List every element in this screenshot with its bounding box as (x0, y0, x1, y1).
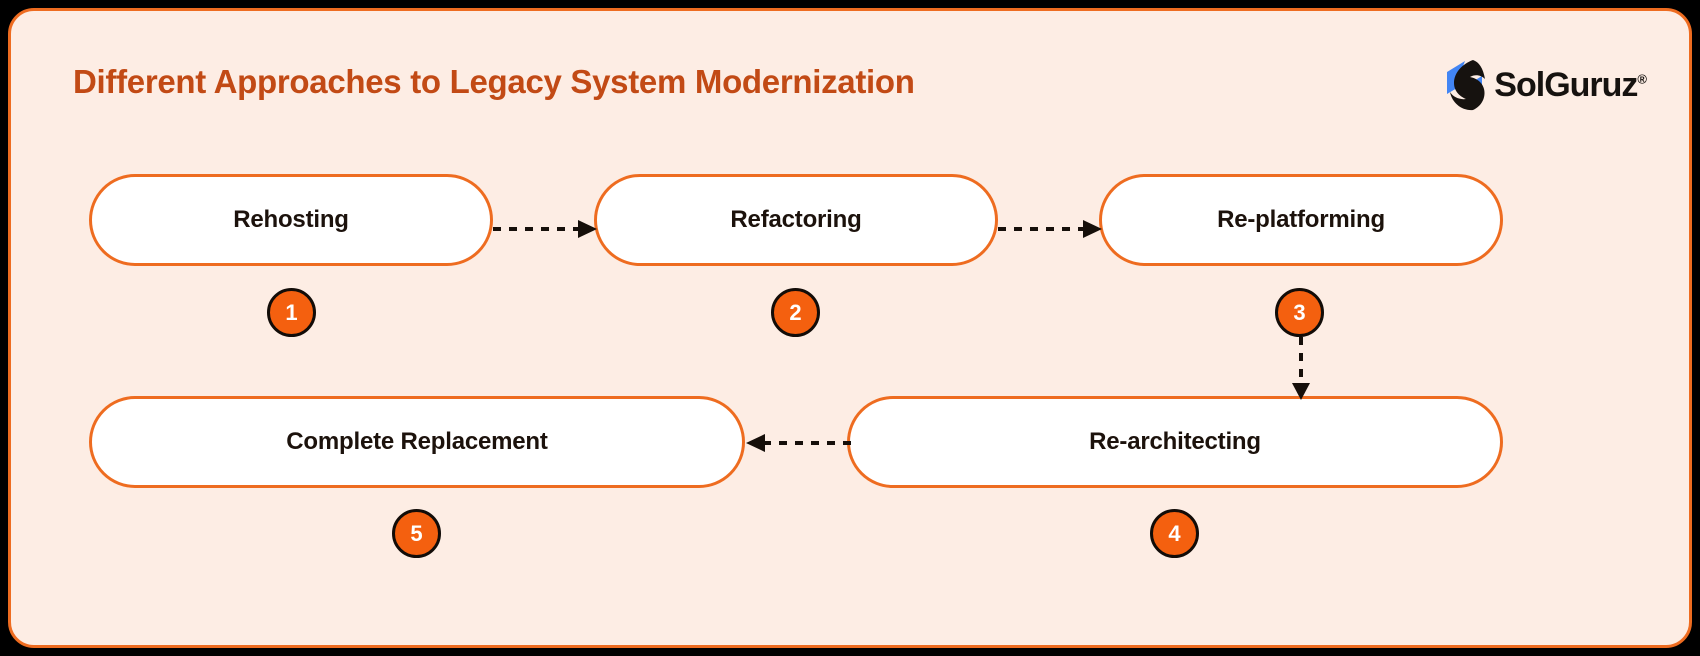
node-label: Refactoring (730, 206, 862, 233)
step-badge-2: 2 (771, 288, 820, 337)
step-number: 3 (1293, 299, 1306, 325)
step-number: 5 (410, 520, 423, 546)
registered-trademark-icon: ® (1637, 71, 1647, 87)
brand-name: SolGuruz® (1494, 68, 1647, 102)
step-number: 2 (789, 299, 802, 325)
arrow-rehosting-to-refactoring-icon (493, 220, 597, 238)
solguruz-hexagon-s-mark-icon (1447, 60, 1486, 111)
node-re-architecting[interactable]: Re-architecting (847, 396, 1503, 488)
brand-name-text: SolGuruz (1494, 66, 1638, 104)
arrow-re-architecting-to-complete-replacement-icon (746, 434, 851, 452)
brand-logo: SolGuruz® (1442, 59, 1647, 111)
step-badge-4: 4 (1150, 509, 1199, 558)
node-label: Re-architecting (1089, 428, 1261, 455)
node-label: Complete Replacement (286, 428, 548, 455)
page-title: Different Approaches to Legacy System Mo… (73, 63, 915, 100)
node-refactoring[interactable]: Refactoring (594, 174, 998, 266)
arrow-refactoring-to-re-platforming-icon (998, 220, 1102, 238)
step-badge-1: 1 (267, 288, 316, 337)
node-re-platforming[interactable]: Re-platforming (1099, 174, 1503, 266)
step-badge-5: 5 (392, 509, 441, 558)
step-badge-3: 3 (1275, 288, 1324, 337)
arrow-re-platforming-to-re-architecting-icon (1292, 337, 1310, 400)
node-label: Rehosting (233, 206, 349, 233)
node-label: Re-platforming (1217, 206, 1385, 233)
step-number: 1 (285, 299, 298, 325)
node-rehosting[interactable]: Rehosting (89, 174, 493, 266)
node-complete-replacement[interactable]: Complete Replacement (89, 396, 745, 488)
diagram-canvas: Different Approaches to Legacy System Mo… (8, 8, 1692, 648)
step-number: 4 (1168, 520, 1181, 546)
